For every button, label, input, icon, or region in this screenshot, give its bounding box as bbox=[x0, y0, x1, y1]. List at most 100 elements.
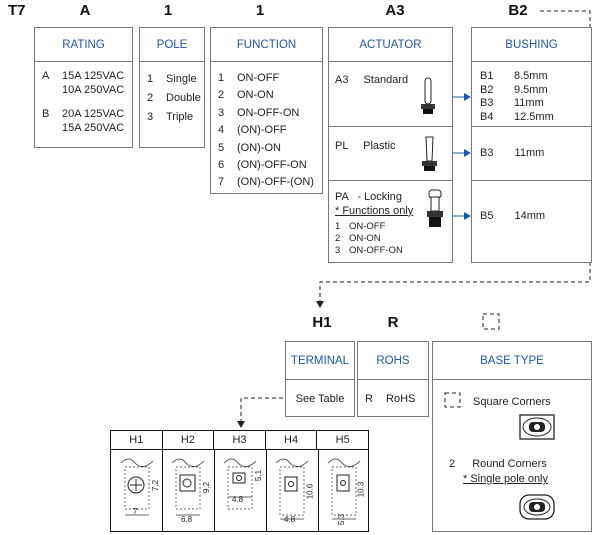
rating-header: RATING bbox=[35, 28, 132, 62]
h4-dim-vertical: 10.6 bbox=[305, 483, 315, 500]
base-type-box: BASE TYPE Square Corners 2 Round Corners… bbox=[432, 341, 592, 532]
function-value: (ON)-OFF-(ON) bbox=[237, 176, 314, 189]
function-key: 5 bbox=[218, 141, 225, 154]
bushing-code: B2 bbox=[480, 83, 494, 96]
function-value: (ON)-OFF-ON bbox=[237, 159, 307, 172]
code-function: 1 bbox=[255, 2, 265, 19]
rating-b-line1: 20A 125VAC bbox=[62, 108, 125, 120]
function-value: ON-OFF bbox=[237, 72, 280, 84]
rating-a-line1: 15A 125VAC bbox=[62, 70, 125, 82]
h3-dim-vertical: 5.1 bbox=[254, 469, 264, 482]
actuator-header: ACTUATOR bbox=[329, 28, 452, 62]
round-corners-code: 2 bbox=[449, 458, 456, 470]
terminal-h2-drawing bbox=[171, 458, 205, 516]
pole-key-1: 1 bbox=[147, 73, 154, 85]
function-key: 6 bbox=[218, 159, 225, 172]
terminal-h1-drawing bbox=[120, 458, 154, 516]
bushing-code: B3 bbox=[480, 147, 494, 159]
base-type-blank-icon bbox=[482, 313, 500, 330]
round-corners-label: Round Corners bbox=[472, 458, 547, 470]
code-rohs: R bbox=[387, 314, 399, 331]
function-value: (ON)-OFF bbox=[237, 124, 287, 137]
rohs-code: R bbox=[365, 393, 373, 405]
bushing-size: 11mm bbox=[514, 147, 545, 159]
pole-key-2: 2 bbox=[147, 92, 154, 104]
pole-double: Double bbox=[166, 92, 201, 104]
plastic-lever-icon bbox=[422, 136, 437, 171]
pole-single: Single bbox=[166, 73, 197, 85]
bushing-size: 8.5mm bbox=[514, 70, 548, 82]
code-actuator: A3 bbox=[385, 2, 405, 19]
pole-key-3: 3 bbox=[147, 111, 154, 123]
function-value: (ON)-ON bbox=[237, 141, 281, 154]
square-corners-icon bbox=[444, 392, 461, 408]
function-key: 1 bbox=[218, 72, 225, 84]
actuator-standard-code: A3 bbox=[335, 74, 349, 86]
bushing-code: B5 bbox=[480, 210, 494, 222]
bushing-code: B1 bbox=[480, 70, 494, 82]
terminal-value: See Table bbox=[295, 393, 345, 405]
square-corners-label: Square Corners bbox=[473, 396, 551, 408]
bushing-size: 14mm bbox=[514, 210, 546, 222]
code-series: T7 bbox=[8, 2, 26, 19]
function-value: ON-OFF-ON bbox=[237, 106, 300, 119]
terminal-h3-drawing bbox=[223, 458, 257, 510]
rohs-label: RoHS bbox=[386, 393, 416, 405]
locking-func-key: 2 bbox=[335, 233, 341, 244]
bushing-header: BUSHING bbox=[472, 28, 591, 62]
terminal-header: TERMINAL bbox=[286, 342, 354, 380]
actuator-locking-code: PA bbox=[335, 191, 349, 203]
pole-triple: Triple bbox=[166, 111, 194, 123]
bushing-size: 11mm bbox=[514, 97, 544, 109]
h1-dim-vertical: 7.2 bbox=[151, 479, 161, 492]
function-box: FUNCTION 1 2 3 4 5 6 7 ON-OFF ON-ON ON-O… bbox=[210, 27, 323, 194]
h5-dim-horizontal: 5.3 bbox=[337, 513, 347, 526]
terminal-col-header: H3 bbox=[214, 431, 266, 449]
rating-option-b: B bbox=[42, 108, 50, 120]
function-header: FUNCTION bbox=[211, 28, 322, 62]
terminal-col-header: H5 bbox=[335, 434, 350, 446]
rating-option-a: A bbox=[42, 70, 50, 82]
terminal-col-header: H1 bbox=[111, 431, 163, 449]
code-terminal: H1 bbox=[312, 314, 332, 331]
bushing-code: B3 bbox=[480, 97, 494, 109]
function-key: 4 bbox=[218, 124, 225, 137]
actuator-plastic-label: Plastic bbox=[363, 140, 396, 152]
standard-lever-icon bbox=[421, 77, 435, 114]
locking-func-key: 3 bbox=[335, 245, 341, 256]
h2-dim-vertical: 9.2 bbox=[202, 481, 212, 494]
bushing-size: 9.5mm bbox=[514, 83, 548, 96]
actuator-standard-label: Standard bbox=[363, 74, 409, 86]
terminal-h5-drawing bbox=[327, 458, 361, 520]
h2-dim-horizontal: 6.8 bbox=[181, 515, 193, 524]
pole-header: POLE bbox=[140, 28, 204, 62]
h4-dim-horizontal: 4.8 bbox=[284, 515, 296, 524]
locking-func-value: ON-OFF-ON bbox=[349, 245, 403, 256]
terminal-box: TERMINAL See Table bbox=[285, 341, 355, 417]
bushing-code: B4 bbox=[480, 110, 494, 123]
h5-dim-vertical: 10.3 bbox=[356, 481, 366, 498]
function-key: 7 bbox=[218, 176, 225, 189]
function-key: 3 bbox=[218, 106, 225, 119]
locking-func-value: ON-ON bbox=[349, 233, 381, 244]
arrow-to-bushing bbox=[453, 93, 471, 220]
rating-b-line2: 15A 250VAC bbox=[62, 121, 125, 134]
rohs-header: ROHS bbox=[358, 342, 428, 380]
function-key: 2 bbox=[218, 89, 225, 102]
locking-func-key: 1 bbox=[335, 221, 341, 232]
rohs-box: ROHS R RoHS bbox=[357, 341, 429, 417]
terminal-col-header: H2 bbox=[163, 431, 215, 449]
code-bushing: B2 bbox=[508, 2, 528, 19]
rating-a-line2: 10A 250VAC bbox=[62, 83, 125, 96]
function-value: ON-ON bbox=[237, 89, 274, 102]
terminal-table: H1 H2 H3 H4 H5 7.2 7 9.2 6.8 5.1 4.8 bbox=[110, 430, 369, 532]
actuator-locking-label: - Locking bbox=[357, 191, 402, 203]
bushing-box: BUSHING B1 B2 B3 B4 8.5mm 9.5mm 11mm 12.… bbox=[471, 27, 592, 263]
actuator-locking-note: * Functions only bbox=[335, 204, 414, 217]
h1-dim-horizontal: 7 bbox=[133, 507, 138, 516]
terminal-h4-drawing bbox=[275, 458, 309, 520]
actuator-plastic-code: PL bbox=[335, 140, 349, 152]
square-base-icon bbox=[519, 414, 555, 440]
code-rating: A bbox=[79, 2, 91, 19]
